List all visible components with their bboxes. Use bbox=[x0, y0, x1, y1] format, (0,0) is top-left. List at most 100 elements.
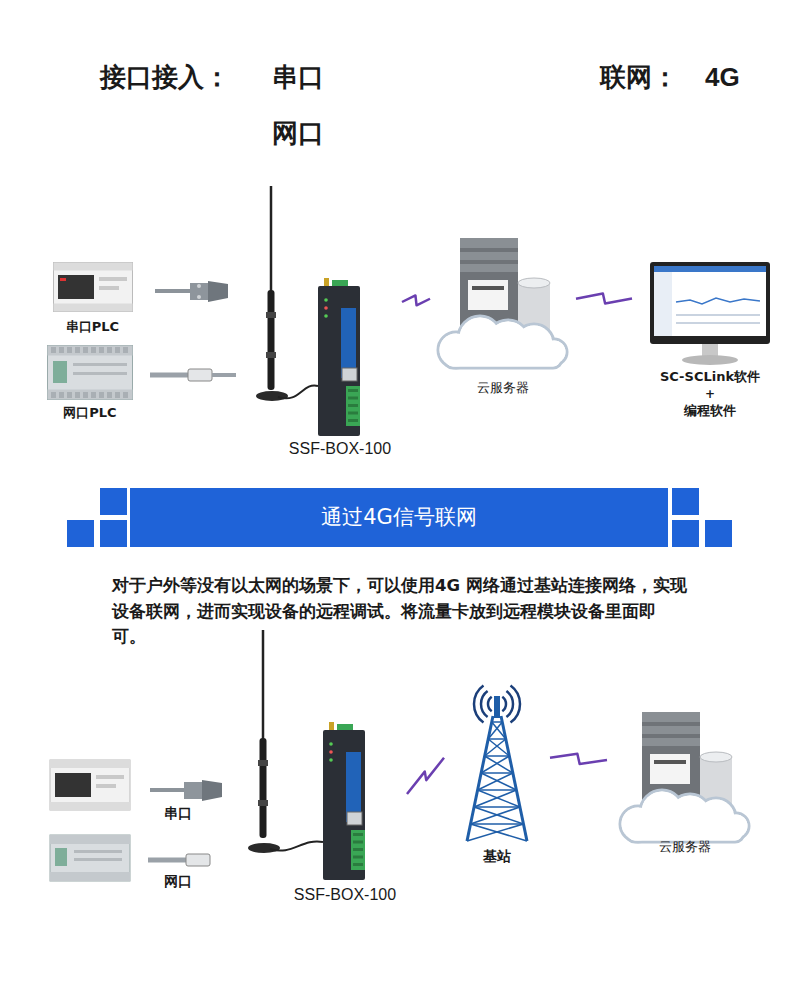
antenna bbox=[266, 312, 276, 318]
device-shape bbox=[642, 738, 700, 746]
plc-device bbox=[50, 835, 130, 844]
signal-link bbox=[550, 754, 607, 764]
device-shape bbox=[329, 722, 334, 731]
plc-device bbox=[50, 835, 130, 881]
device-shape bbox=[323, 730, 365, 880]
device-shape bbox=[485, 756, 513, 773]
device-shape bbox=[501, 716, 527, 841]
device-shape bbox=[48, 346, 133, 400]
base-station: 基站 bbox=[448, 688, 546, 866]
device-shape bbox=[682, 355, 738, 365]
ethernet-cable bbox=[212, 373, 236, 377]
device-shape bbox=[467, 824, 523, 841]
gateway-device-picture bbox=[286, 278, 394, 438]
band-decoration bbox=[67, 520, 94, 547]
device-shape bbox=[474, 790, 516, 807]
device-shape bbox=[318, 286, 360, 436]
device-shape bbox=[73, 363, 127, 366]
device-shape bbox=[348, 404, 358, 407]
device-shape bbox=[48, 346, 133, 400]
band-decoration bbox=[100, 488, 127, 515]
node-label: 串口PLC bbox=[46, 318, 139, 336]
antenna bbox=[258, 760, 268, 766]
device-shape bbox=[488, 738, 506, 740]
device-shape bbox=[329, 742, 333, 746]
node-label: 编程软件 bbox=[636, 402, 784, 420]
device-shape bbox=[446, 352, 560, 367]
serial-plc: 串口PLC bbox=[46, 262, 139, 336]
device-shape bbox=[628, 826, 742, 841]
device-shape bbox=[460, 252, 518, 260]
gateway-device: SSF-BOX-100 bbox=[287, 722, 403, 906]
node-label: SSF-BOX-100 bbox=[282, 438, 398, 460]
description-note: 对于户外等没有以太网的场景下，可以使用4G 网络通过基站连接网络，实现设备联网，… bbox=[112, 573, 687, 650]
antenna bbox=[266, 352, 276, 358]
device-shape bbox=[324, 314, 328, 318]
device-shape bbox=[620, 712, 749, 842]
device-shape bbox=[471, 807, 520, 824]
device-shape bbox=[348, 397, 358, 400]
band-decoration bbox=[672, 488, 699, 515]
device-shape bbox=[654, 266, 766, 336]
band-decoration bbox=[705, 520, 732, 547]
device-shape bbox=[474, 685, 483, 722]
gateway-device-picture bbox=[291, 722, 399, 882]
device-shape bbox=[99, 286, 119, 290]
device-shape bbox=[654, 266, 766, 272]
node-label: 基站 bbox=[448, 847, 546, 866]
device-shape bbox=[620, 712, 749, 842]
serial-cable bbox=[150, 788, 184, 792]
device-shape bbox=[107, 347, 112, 353]
device-shape bbox=[353, 833, 363, 836]
node-label: + bbox=[636, 386, 784, 402]
device-shape bbox=[347, 812, 362, 825]
plc-device bbox=[50, 835, 130, 881]
device-shape bbox=[348, 389, 358, 392]
device-shape bbox=[353, 841, 363, 844]
plc-device bbox=[50, 760, 130, 810]
device-shape bbox=[91, 347, 96, 353]
device-shape bbox=[472, 286, 504, 290]
antenna bbox=[268, 290, 275, 390]
device-shape bbox=[654, 272, 672, 336]
cloud-server: 云服务器 bbox=[611, 712, 759, 856]
node-label: 云服务器 bbox=[611, 838, 759, 856]
device-shape bbox=[642, 726, 700, 734]
device-shape bbox=[460, 238, 518, 248]
device-shape bbox=[59, 392, 64, 398]
device-shape bbox=[123, 392, 128, 398]
device-shape bbox=[91, 392, 96, 398]
serial-plc-picture bbox=[53, 262, 133, 312]
device-shape bbox=[642, 712, 700, 722]
device-shape bbox=[511, 685, 520, 722]
device-shape bbox=[460, 264, 518, 272]
device-shape bbox=[83, 392, 88, 398]
device-shape bbox=[351, 830, 365, 870]
device-shape bbox=[51, 392, 56, 398]
device-shape bbox=[48, 390, 133, 400]
device-shape bbox=[488, 697, 492, 712]
serial-cable bbox=[197, 295, 201, 299]
plc-device bbox=[96, 784, 116, 788]
device-shape bbox=[346, 386, 360, 426]
node-label: SC-SCLink软件 bbox=[636, 368, 784, 386]
device-shape bbox=[438, 238, 567, 368]
plc-device bbox=[50, 872, 130, 881]
device-shape bbox=[485, 755, 510, 757]
ethernet-plc: 网口PLC bbox=[41, 345, 139, 422]
device-shape bbox=[75, 392, 80, 398]
device-shape bbox=[353, 856, 363, 859]
antenna bbox=[248, 843, 280, 853]
signal-link bbox=[402, 295, 430, 305]
device-shape bbox=[323, 722, 365, 880]
computer: SC-SCLink软件+编程软件 bbox=[636, 262, 784, 419]
device-shape bbox=[488, 739, 509, 756]
device-shape bbox=[324, 298, 328, 302]
interface-label: 网口 bbox=[272, 118, 324, 149]
device-shape bbox=[51, 347, 56, 353]
device-shape bbox=[485, 739, 506, 756]
device-shape bbox=[123, 347, 128, 353]
heading-label: 接口接入： bbox=[100, 62, 230, 93]
interface-label: 串口 bbox=[272, 62, 324, 93]
plc-device bbox=[55, 848, 67, 866]
